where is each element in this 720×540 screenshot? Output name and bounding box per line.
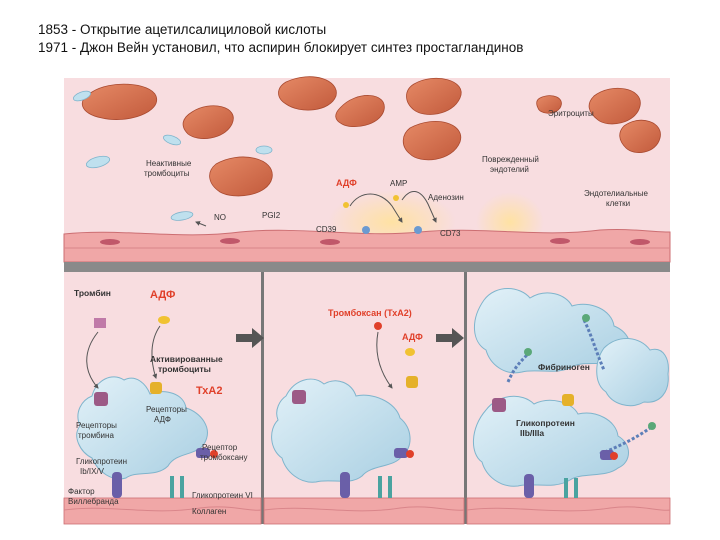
erythrocyte: [402, 121, 462, 161]
thromboxane-receptor: [196, 448, 210, 458]
glycoprotein-ib-label-1: Гликопротеин: [76, 457, 127, 466]
inactive-platelet: [163, 134, 181, 146]
erythrocyte: [536, 95, 562, 114]
adenosine-label: Аденозин: [428, 193, 464, 202]
txa2-molecule: [210, 450, 218, 458]
collagen-label: Коллаген: [192, 507, 226, 516]
erythrocyte: [335, 95, 385, 127]
endothelial-nuclei: [100, 238, 650, 245]
cd39-enzyme: [362, 226, 370, 234]
fibrinogen-chain: [506, 352, 530, 383]
adp-arrow: [151, 325, 161, 379]
gp-ib-ix-v: [112, 472, 122, 498]
erythrocyte: [619, 119, 661, 153]
erythrocyte: [182, 105, 234, 139]
aggregated-platelet-right: [596, 338, 669, 407]
fibrinogen-end: [524, 348, 532, 356]
erythrocytes: [81, 76, 661, 197]
fibrinogen-end: [648, 422, 656, 430]
glycoprotein-iib-label-1: Гликопротеин: [516, 418, 575, 428]
thrombin-label: Тромбин: [74, 288, 111, 298]
panel-divider-bar: [64, 262, 670, 272]
no-label: NO: [214, 213, 226, 222]
inactive-platelets-label-2: тромбоциты: [144, 169, 190, 178]
activated-platelets-label-1: Активированные: [150, 354, 223, 364]
cd73-enzyme: [414, 226, 422, 234]
thrombin-receptors-label-1: Рецепторы: [76, 421, 117, 430]
vwf-label-2: Виллебранда: [68, 497, 119, 506]
header-line-1: 1853 - Открытие ацетилсалициловой кислот…: [38, 22, 327, 37]
amp-to-adenosine-arrow: [401, 191, 437, 223]
thromboxane-receptor-label-1: Рецептор: [202, 443, 238, 452]
adp-molecule: [158, 316, 170, 324]
adp-to-amp-arrow: [349, 193, 403, 223]
thrombin-arrow: [86, 331, 99, 389]
inactive-platelet: [170, 211, 194, 221]
erythrocyte: [209, 156, 273, 197]
transition-arrow-2: [436, 328, 464, 348]
thrombin-receptor: [94, 392, 108, 406]
header-line-2: 1971 - Джон Вейн установил, что аспирин …: [38, 40, 524, 55]
thrombin-molecule: [94, 318, 106, 328]
erythrocyte: [406, 77, 462, 115]
pgi2-label: PGI2: [262, 211, 281, 220]
fibrinogen-end: [582, 314, 590, 322]
inactive-platelet: [255, 145, 273, 155]
adp-receptor: [150, 382, 162, 394]
thrombin-receptors-label-2: тромбина: [78, 431, 114, 440]
fibrinogen-chain: [582, 319, 606, 371]
amp-molecule: [393, 195, 399, 201]
txa2-label: ТхА2: [196, 385, 222, 397]
endothelial-cells-label-2: клетки: [606, 199, 630, 208]
cd39-label: CD39: [316, 225, 337, 234]
gp-vi-receptor: [170, 476, 184, 498]
collagen-fibers: [63, 506, 671, 512]
thromboxane-receptor-label-2: тромбоксану: [200, 453, 247, 462]
vwf-label-1: Фактор: [68, 487, 95, 496]
glycoprotein-ib-label-2: Ib/IX/V: [80, 467, 105, 476]
erythrocyte: [81, 83, 157, 120]
inactive-platelets: [73, 90, 273, 221]
adp-receptors-label-1: Рецепторы: [146, 405, 187, 414]
glycoprotein-iib-label-2: IIb/IIIa: [520, 428, 544, 438]
adp-molecule: [405, 348, 415, 356]
inactive-platelets-label-1: Неактивные: [146, 159, 192, 168]
transition-arrow-1: [236, 328, 264, 348]
activated-platelet-1: [76, 376, 208, 480]
panel-separator: [261, 272, 264, 524]
adp-top-label: АДФ: [336, 178, 357, 188]
erythrocyte: [588, 87, 641, 125]
adp-label-panel-1: АДФ: [150, 289, 175, 301]
aggregated-platelet-bottom: [472, 395, 629, 487]
txa2-molecule: [374, 322, 382, 330]
no-arrow: [195, 221, 207, 227]
adp-label-panel-2: АДФ: [402, 332, 423, 342]
activated-platelets-label-2: тромбоциты: [158, 364, 211, 374]
erythrocyte: [278, 76, 337, 111]
endothelial-layer: [63, 228, 671, 263]
fibrinogen-label: Фибриноген: [538, 362, 590, 372]
inactive-platelet: [73, 90, 91, 102]
endothelial-cells-label-1: Эндотелиальные: [584, 189, 648, 198]
adp-molecule: [343, 202, 349, 208]
cd73-label: CD73: [440, 229, 461, 238]
thromboxane-arrow: [376, 331, 393, 389]
thromboxane-label: Тромбоксан (ТхА2): [328, 308, 412, 318]
inactive-platelet: [85, 155, 111, 169]
adp-receptors-label-2: АДФ: [154, 415, 171, 424]
damaged-endothelium-label-1: Поврежденный: [482, 155, 539, 164]
receptors-panel-2: [292, 322, 418, 498]
damaged-endothelium-label-2: эндотелий: [490, 165, 529, 174]
activated-platelet-2: [271, 378, 411, 483]
erythrocytes-label: Эритроциты: [548, 109, 594, 118]
receptors-panel-3: [492, 394, 618, 498]
panel-separator: [464, 272, 467, 524]
receptors-panel-1: [94, 316, 218, 498]
amp-label: АМР: [390, 179, 407, 188]
glycoprotein-vi-label: Гликопротеин VI: [192, 491, 253, 500]
